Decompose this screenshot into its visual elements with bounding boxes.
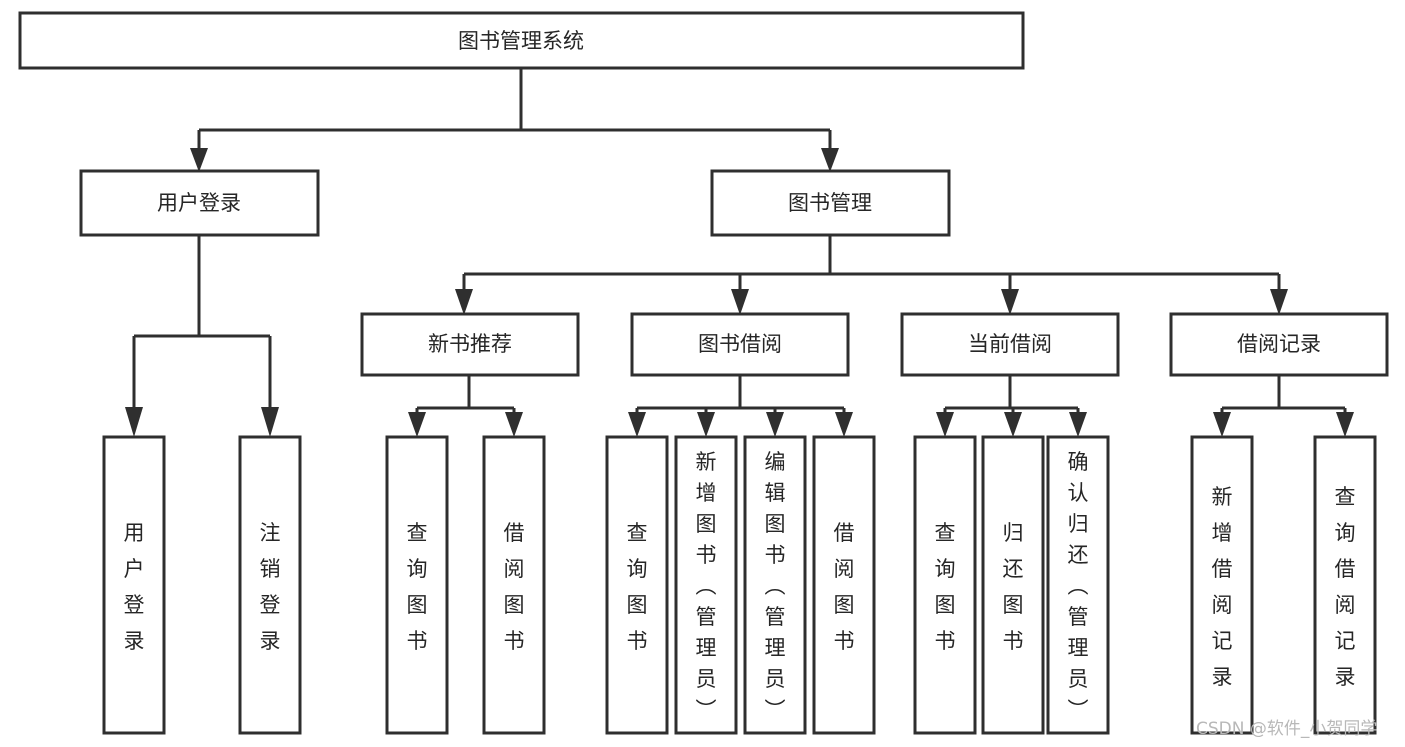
leaf-label: 查询图书 <box>407 521 428 653</box>
leaf-label: 新增借阅记录 <box>1212 485 1233 689</box>
leaf-box <box>1190 435 1254 735</box>
node-borrow-record-label: 借阅记录 <box>1237 332 1321 356</box>
leaf-box <box>913 435 977 735</box>
leaf-box <box>1046 435 1110 735</box>
node-book-management-label: 图书管理 <box>788 191 872 215</box>
leaf-label: 注销登录 <box>260 521 281 653</box>
node-root-box <box>18 11 1025 70</box>
arrow-head-icon <box>766 412 784 437</box>
leaf-current-borrow-3[interactable]: 确认归还︵管理员︶ <box>1046 435 1110 735</box>
watermark-label: CSDN @软件_小贺同学 <box>1196 719 1377 739</box>
leaf-label: 编辑图书︵管理员︶ <box>765 450 786 722</box>
leaf-box <box>1313 435 1377 735</box>
leaf-box <box>238 435 302 735</box>
leaf-label: 查询图书 <box>935 521 956 653</box>
node-borrow-record[interactable]: 借阅记录 <box>1169 312 1389 377</box>
leaf-box <box>482 435 546 735</box>
node-root-label: 图书管理系统 <box>458 29 584 53</box>
leaf-current-borrow-1[interactable]: 查询图书 <box>913 435 977 735</box>
leaf-label: 归还图书 <box>1003 521 1024 653</box>
leaf-borrow-record-2[interactable]: 查询借阅记录 <box>1313 435 1377 735</box>
node-new-book-recommend-label: 新书推荐 <box>428 332 512 356</box>
connector-bookmgmt-to-level3 <box>455 235 1288 315</box>
node-new-book-recommend-box <box>360 312 580 377</box>
node-book-management[interactable]: 图书管理 <box>710 169 951 237</box>
arrow-head-icon <box>505 412 523 437</box>
leaf-label: 借阅图书 <box>834 521 855 653</box>
leaf-box <box>605 435 669 735</box>
node-user-login[interactable]: 用户登录 <box>79 169 320 237</box>
node-new-book-recommend[interactable]: 新书推荐 <box>360 312 580 377</box>
arrow-head-icon <box>697 412 715 437</box>
arrow-head-icon <box>1270 289 1288 315</box>
leaf-box <box>812 435 876 735</box>
arrow-head-icon <box>1336 412 1354 437</box>
leaf-box <box>981 435 1045 735</box>
leaf-label: 查询借阅记录 <box>1335 485 1356 689</box>
leaf-label: 用户登录 <box>124 521 145 653</box>
leaf-label: 借阅图书 <box>504 521 525 653</box>
arrow-head-icon <box>1069 412 1087 437</box>
arrow-head-icon <box>455 289 473 315</box>
node-current-borrow-label: 当前借阅 <box>968 332 1052 356</box>
leaf-book-borrow-3[interactable]: 编辑图书︵管理员︶ <box>743 435 807 735</box>
connector-root-to-level2 <box>190 68 839 172</box>
leaf-user-login-1[interactable]: 用户登录 <box>102 435 166 735</box>
arrow-head-icon <box>936 412 954 437</box>
leaf-label: 确认归还︵管理员︶ <box>1068 450 1089 722</box>
arrow-head-icon <box>628 412 646 437</box>
node-root-system[interactable]: 图书管理系统 <box>18 11 1025 70</box>
leaf-box <box>674 435 738 735</box>
arrow-head-icon <box>1004 412 1022 437</box>
leaf-box <box>743 435 807 735</box>
node-book-borrow-label: 图书借阅 <box>698 332 782 356</box>
connector-currentborrow-to-leaves <box>936 375 1087 437</box>
arrow-head-icon <box>408 412 426 437</box>
connector-userlogin-to-leaves <box>125 235 279 437</box>
leaf-book-borrow-2[interactable]: 新增图书︵管理员︶ <box>674 435 738 735</box>
leaf-new-book-1[interactable]: 查询图书 <box>385 435 449 735</box>
arrow-head-icon <box>731 289 749 315</box>
arrow-head-icon <box>1001 289 1019 315</box>
node-current-borrow-box <box>900 312 1120 377</box>
connector-newbook-to-leaves <box>408 375 523 437</box>
arrow-head-icon <box>1213 412 1231 437</box>
connector-borrowrecord-to-leaves <box>1213 375 1354 437</box>
arrow-head-icon <box>261 407 279 437</box>
node-user-login-box <box>79 169 320 237</box>
leaf-box <box>102 435 166 735</box>
leaf-box <box>385 435 449 735</box>
node-current-borrow[interactable]: 当前借阅 <box>900 312 1120 377</box>
leaf-new-book-2[interactable]: 借阅图书 <box>482 435 546 735</box>
leaf-book-borrow-4[interactable]: 借阅图书 <box>812 435 876 735</box>
leaf-label: 新增图书︵管理员︶ <box>696 450 717 722</box>
leaf-user-login-2[interactable]: 注销登录 <box>238 435 302 735</box>
node-borrow-record-box <box>1169 312 1389 377</box>
arrow-head-icon <box>125 407 143 437</box>
connector-bookborrow-to-leaves <box>628 375 853 437</box>
arrow-head-icon <box>190 148 208 172</box>
arrow-head-icon <box>821 148 839 172</box>
leaf-current-borrow-2[interactable]: 归还图书 <box>981 435 1045 735</box>
node-user-login-label: 用户登录 <box>157 191 241 215</box>
node-book-borrow[interactable]: 图书借阅 <box>630 312 850 377</box>
arrow-head-icon <box>835 412 853 437</box>
leaf-book-borrow-1[interactable]: 查询图书 <box>605 435 669 735</box>
node-book-borrow-box <box>630 312 850 377</box>
node-book-management-box <box>710 169 951 237</box>
leaf-borrow-record-1[interactable]: 新增借阅记录 <box>1190 435 1254 735</box>
leaf-label: 查询图书 <box>627 521 648 653</box>
